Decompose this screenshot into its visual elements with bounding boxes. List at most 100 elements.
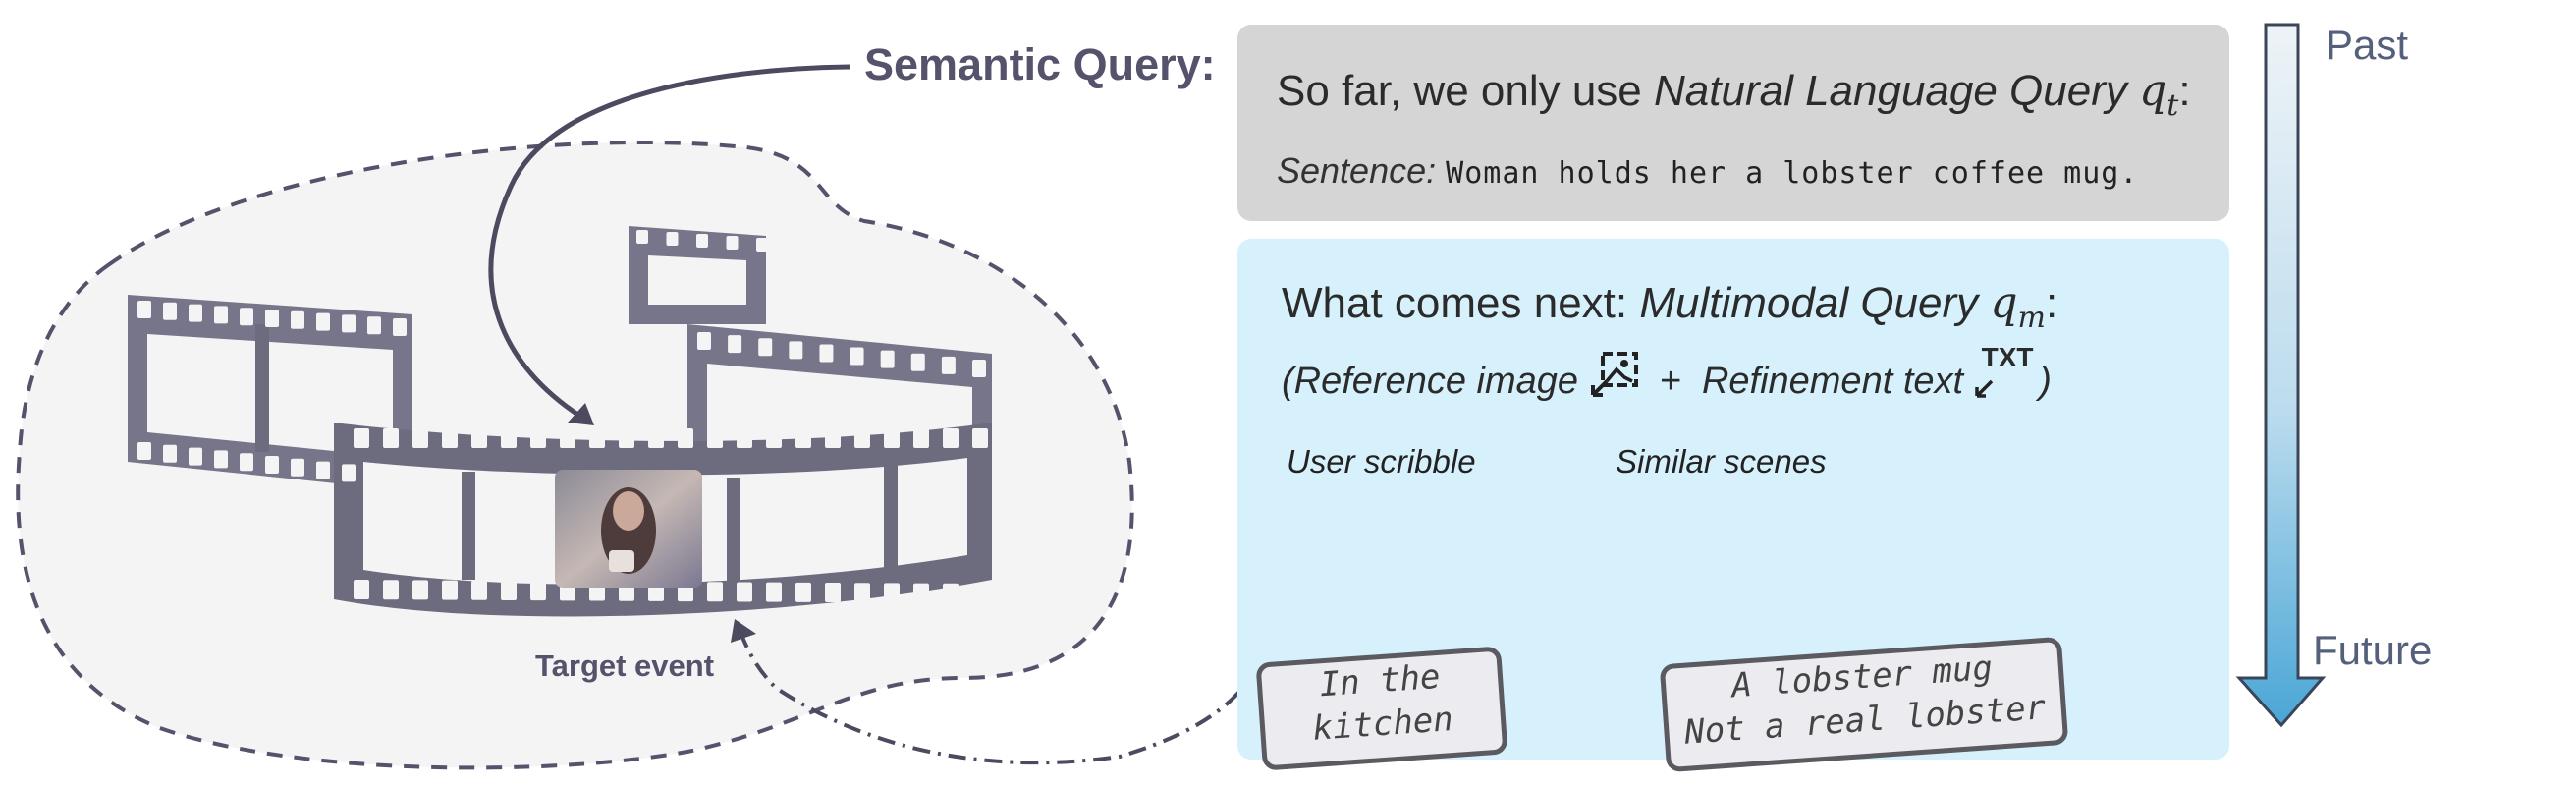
subtitle-plus: + — [1660, 361, 1682, 402]
sprocket-hole — [316, 312, 330, 331]
sprocket-hole — [393, 470, 407, 487]
sprocket-hole — [737, 428, 752, 448]
time-arrow — [2235, 23, 2327, 728]
sprocket-hole — [854, 428, 870, 448]
sprocket-hole — [756, 238, 768, 252]
sprocket-hole — [825, 428, 841, 448]
sprocket-hole — [442, 580, 458, 600]
sprocket-hole — [265, 456, 279, 474]
sprocket-hole — [758, 338, 773, 357]
sprocket-hole — [442, 428, 458, 448]
subtitle-reference-image: (Reference image — [1282, 361, 1579, 402]
text-refinement-icon: TXT — [1974, 342, 2034, 398]
refinement-tag-kitchen: In the kitchen — [1255, 646, 1508, 771]
sprocket-hole — [214, 306, 228, 324]
nl-symbol-sub: t — [2166, 87, 2179, 123]
sprocket-hole — [471, 580, 487, 600]
nl-symbol: q — [2139, 66, 2167, 116]
sprocket-hole — [910, 353, 925, 371]
multimodal-query-arrow — [737, 626, 1274, 765]
sprocket-hole — [214, 450, 228, 469]
nl-title-emph: Natural Language Query — [1654, 67, 2140, 115]
sprocket-hole — [972, 428, 988, 448]
sprocket-hole — [291, 310, 304, 329]
user-scribble-label: User scribble — [1287, 443, 1476, 479]
sprocket-hole — [696, 234, 708, 248]
sentence-label: Sentence: — [1277, 150, 1437, 191]
sprocket-hole — [972, 584, 988, 603]
similar-scenes-label: Similar scenes — [1616, 443, 1827, 479]
sprocket-hole — [342, 464, 356, 482]
sprocket-hole — [619, 428, 634, 448]
sprocket-hole — [707, 582, 723, 602]
sprocket-hole — [291, 458, 304, 477]
sprocket-hole — [737, 582, 752, 602]
subtitle-refinement-text: Refinement text — [1701, 361, 1964, 402]
semantic-query-label: Semantic Query: — [864, 39, 1216, 89]
sprocket-hole — [913, 583, 929, 603]
sprocket-hole — [766, 582, 782, 602]
sprocket-hole — [972, 360, 986, 377]
sprocket-hole — [471, 428, 487, 448]
txt-icon-label: TXT — [1981, 342, 2034, 372]
natural-language-query-title: So far, we only use Natural Language Que… — [1277, 66, 2191, 123]
nl-title-prefix: So far, we only use — [1277, 67, 1654, 115]
timeline-future-label: Future — [2313, 627, 2433, 673]
multimodal-query-title: What comes next: Multimodal Query qm: — [1282, 278, 2057, 335]
sprocket-hole — [367, 316, 381, 335]
sprocket-hole — [412, 580, 428, 600]
sprocket-hole — [943, 428, 959, 448]
mm-title-suffix: : — [2046, 279, 2058, 327]
sprocket-hole — [354, 428, 369, 448]
sprocket-hole — [636, 230, 648, 244]
sprocket-hole — [393, 318, 407, 336]
sprocket-hole — [884, 583, 900, 603]
sprocket-hole — [137, 301, 151, 318]
sprocket-hole — [589, 428, 605, 448]
sprocket-hole — [728, 335, 742, 354]
sprocket-hole — [666, 232, 679, 246]
sprocket-hole — [880, 350, 895, 368]
mm-symbol: q — [1990, 278, 2018, 328]
sprocket-hole — [163, 302, 177, 320]
sprocket-hole — [697, 332, 711, 350]
sprocket-hole — [501, 580, 517, 600]
sprocket-hole — [825, 583, 841, 603]
sprocket-hole — [530, 428, 546, 448]
mm-title-emph: Multimodal Query — [1639, 279, 1991, 327]
timeline-past-label: Past — [2326, 22, 2409, 68]
nl-title-suffix: : — [2178, 67, 2191, 115]
sprocket-hole — [240, 453, 253, 472]
sprocket-hole — [354, 580, 369, 599]
sprocket-hole — [726, 236, 739, 250]
film-sprockets — [137, 230, 988, 603]
sprocket-hole — [383, 428, 399, 448]
sprocket-hole — [795, 428, 811, 448]
sprocket-hole — [854, 583, 870, 603]
sprocket-hole — [819, 344, 834, 363]
sprocket-hole — [240, 308, 253, 326]
sprocket-hole — [913, 428, 929, 448]
sprocket-hole — [850, 347, 864, 366]
sprocket-hole — [678, 428, 693, 448]
sprocket-hole — [884, 428, 900, 448]
sprocket-hole — [189, 304, 202, 322]
subtitle-close: ) — [2039, 361, 2052, 402]
sprocket-hole — [316, 461, 330, 479]
sprocket-hole — [530, 581, 546, 601]
sprocket-hole — [412, 428, 428, 448]
sprocket-hole — [501, 428, 517, 448]
sprocket-hole — [367, 467, 381, 485]
mm-symbol-sub: m — [2017, 300, 2046, 335]
sprocket-hole — [137, 442, 151, 460]
sprocket-hole — [383, 580, 399, 600]
sprocket-hole — [941, 356, 956, 374]
target-event-label: Target event — [535, 648, 715, 683]
image-reference-icon — [1590, 352, 1638, 397]
sprocket-hole — [189, 447, 202, 466]
sprocket-hole — [560, 428, 575, 448]
semantic-query-arrow — [488, 64, 850, 423]
mm-title-prefix: What comes next: — [1282, 279, 1640, 327]
sprocket-hole — [265, 310, 279, 327]
sprocket-hole — [163, 444, 177, 463]
